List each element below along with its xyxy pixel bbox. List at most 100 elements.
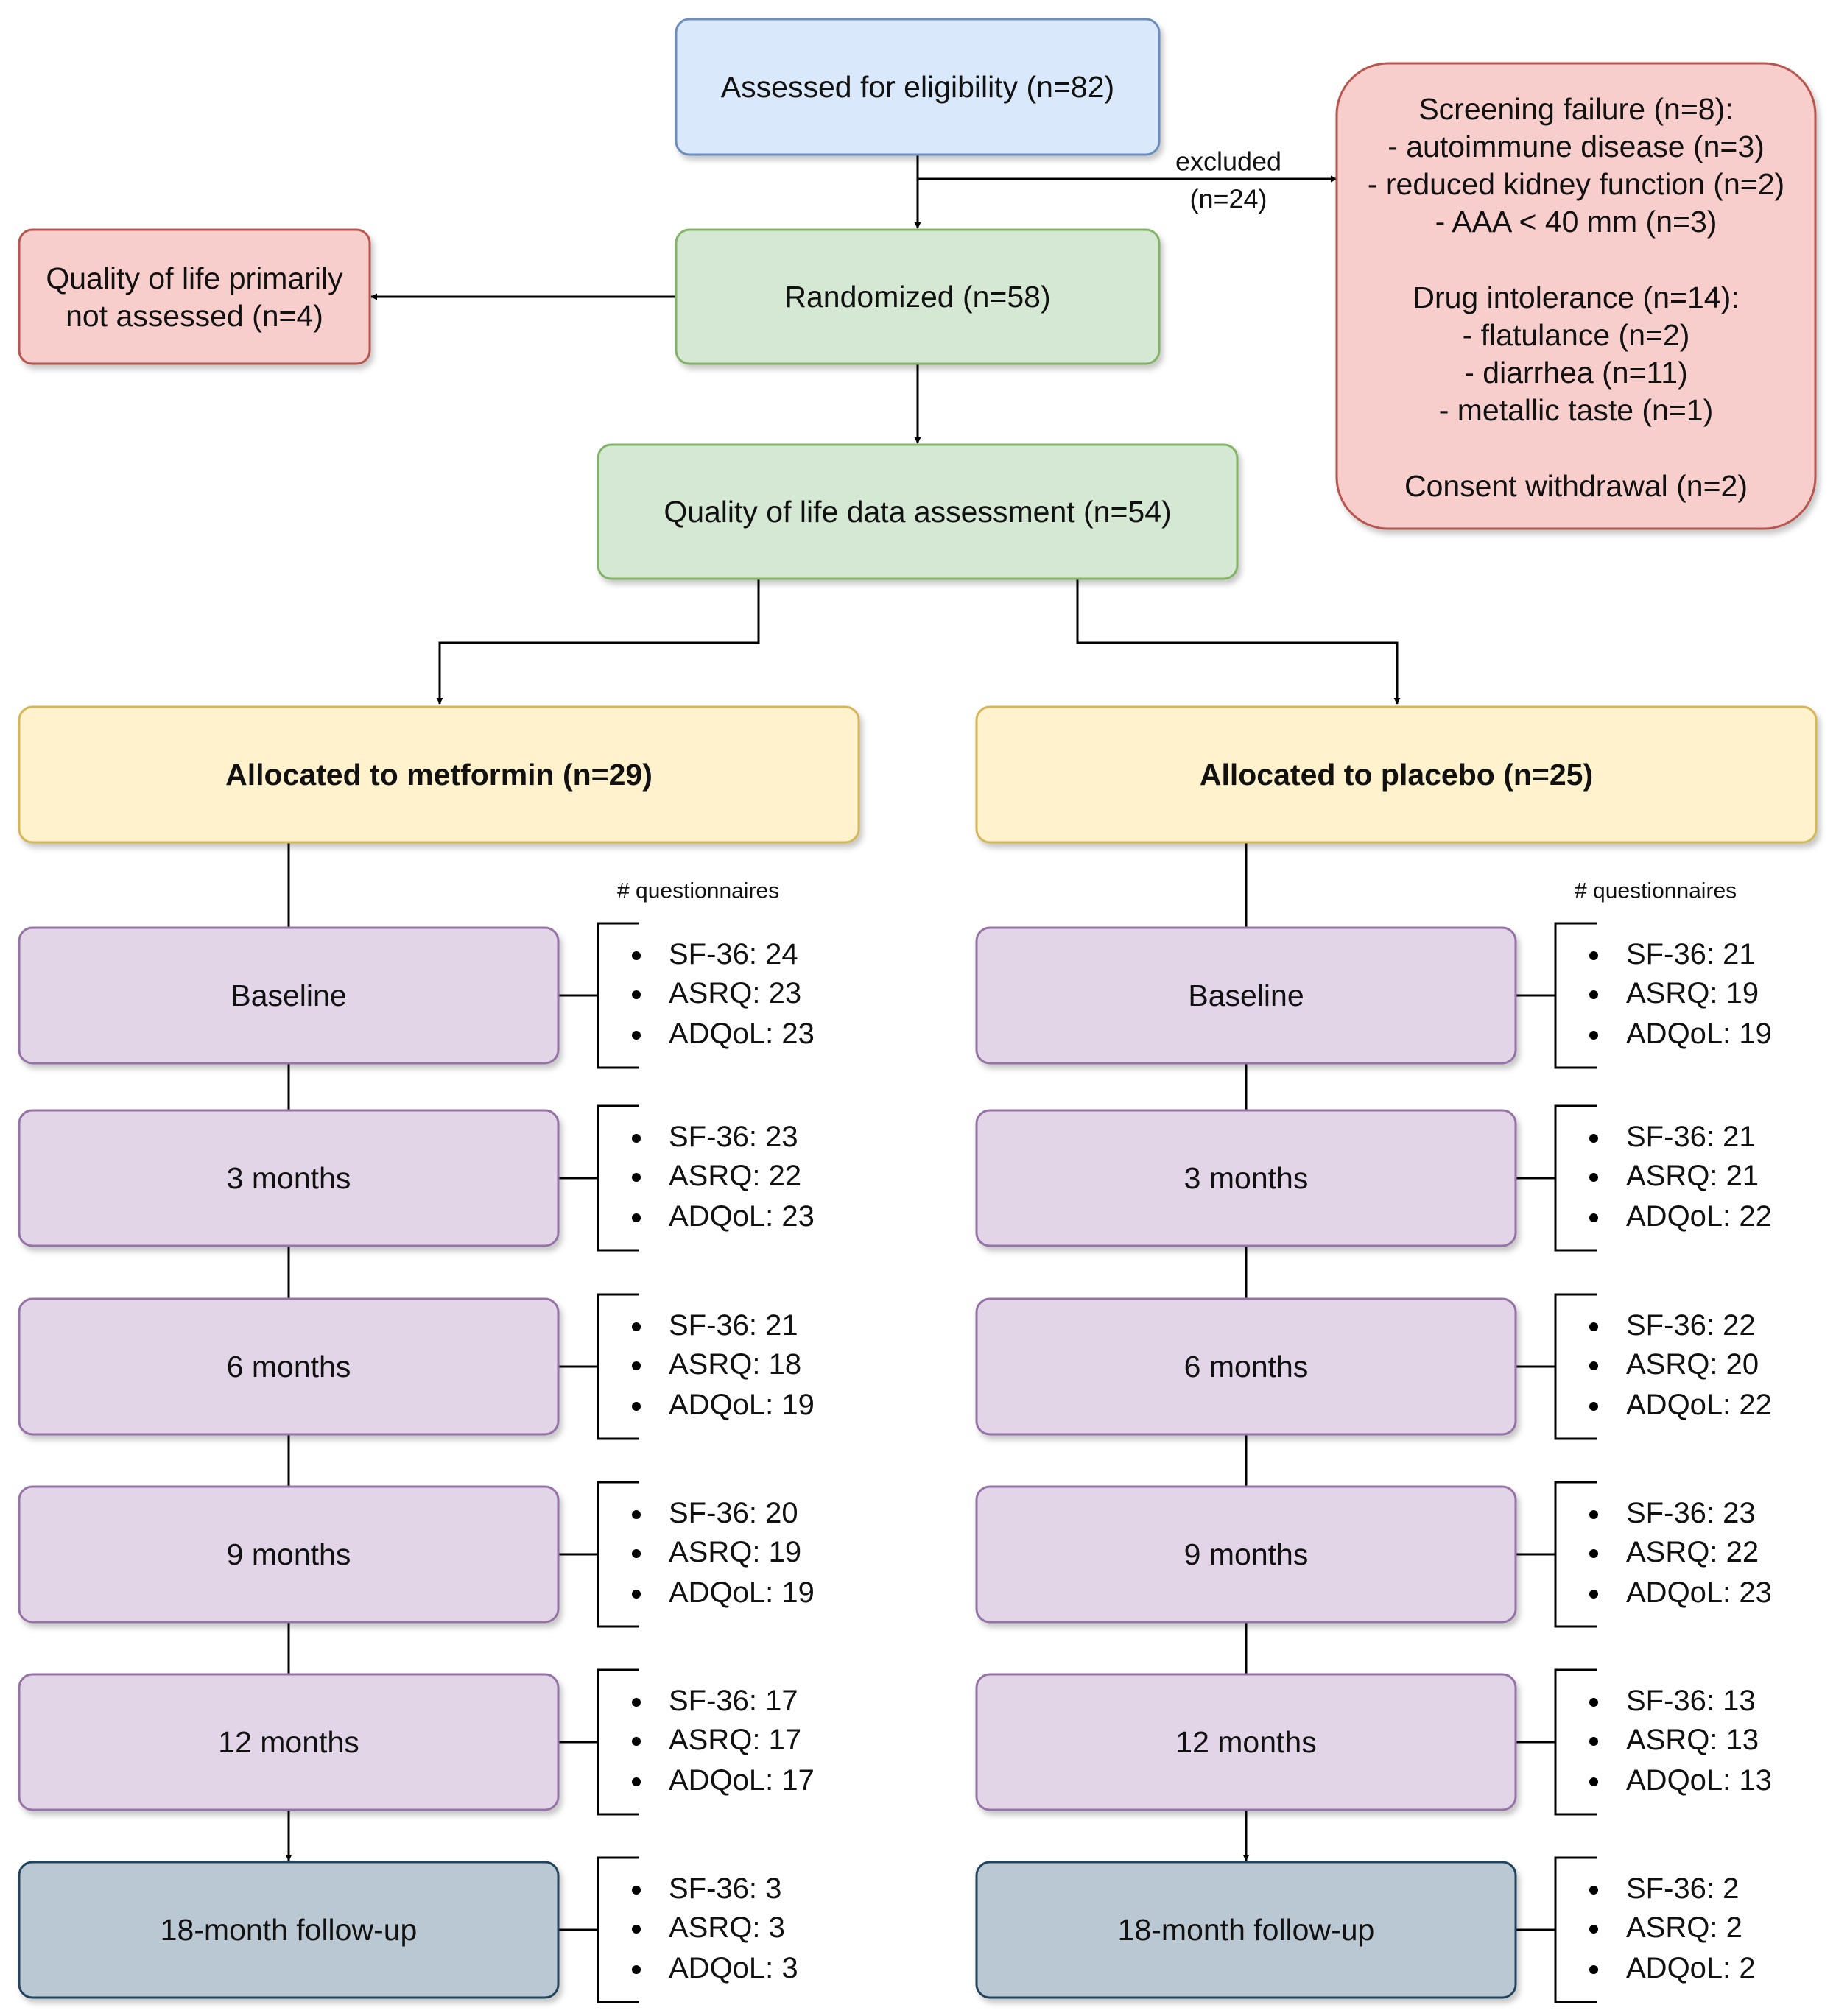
timepoint-label: 18-month follow-up (161, 1913, 418, 1947)
bullet-dot (632, 1322, 641, 1331)
connector-layer (285, 155, 1597, 2003)
bullet-dot (632, 1402, 641, 1411)
bullet-dot (1589, 1173, 1598, 1182)
qol-not-assessed-box (18, 228, 371, 365)
bracket (1554, 1481, 1597, 1628)
exclusion-line: - metallic taste (n=1) (1439, 393, 1714, 427)
qol-assessment-label: Quality of life data assessment (n=54) (664, 495, 1171, 529)
questionnaire-count: ADQoL: 22 (1626, 1200, 1772, 1233)
questionnaire-count: ADQoL: 19 (1626, 1018, 1772, 1050)
bullet-dot (632, 1737, 641, 1746)
bullet-dot (1589, 951, 1598, 960)
arm-0-allocation-label: Allocated to metformin (n=29) (225, 758, 653, 792)
label-layer: Assessed for eligibility (n=82)Randomize… (46, 70, 1784, 1984)
questionnaire-count: ASRQ: 19 (1626, 977, 1759, 1009)
timepoint-label: Baseline (1188, 979, 1304, 1012)
questionnaire-count: SF-36: 21 (1626, 938, 1756, 970)
arm-1-allocation-box (975, 705, 1818, 844)
timepoint-box (975, 1673, 1517, 1811)
questionnaire-count: SF-36: 23 (669, 1121, 798, 1153)
questionnaire-count: ADQoL: 23 (669, 1200, 815, 1233)
timepoint-box (18, 1673, 560, 1811)
questionnaire-count: SF-36: 13 (1626, 1685, 1756, 1717)
questionnaire-count: ADQoL: 3 (669, 1952, 798, 1984)
questionnaire-count: SF-36: 2 (1626, 1872, 1739, 1905)
bullet-dot (1589, 1402, 1598, 1411)
questionnaire-count: SF-36: 24 (669, 938, 798, 970)
bracket (1554, 922, 1597, 1069)
questionnaire-count: ADQoL: 2 (1626, 1952, 1756, 1984)
bullet-dot (632, 1361, 641, 1370)
followup-box (975, 1861, 1517, 1999)
exclusion-line: - flatulance (n=2) (1463, 318, 1690, 352)
timepoint-box (18, 926, 560, 1065)
questionnaire-count: SF-36: 22 (1626, 1309, 1756, 1342)
bracket (1554, 1104, 1597, 1252)
bullet-dot (1589, 1361, 1598, 1370)
questionnaire-count: ADQoL: 23 (669, 1018, 815, 1050)
bullet-dot (632, 1510, 641, 1519)
bullet-dot (1589, 1031, 1598, 1040)
bullet-dot (632, 1965, 641, 1974)
arm-1-allocation-label: Allocated to placebo (n=25) (1200, 758, 1593, 792)
bullet-dot (1589, 1965, 1598, 1974)
questionnaire-count: SF-36: 23 (1626, 1497, 1756, 1529)
questionnaire-count: ASRQ: 2 (1626, 1911, 1742, 1944)
timepoint-box (975, 1297, 1517, 1436)
questionnaire-count: ASRQ: 22 (1626, 1536, 1759, 1568)
timepoint-label: Baseline (231, 979, 346, 1012)
questionnaire-count: ADQoL: 17 (669, 1764, 815, 1797)
bullet-dot (1589, 1590, 1598, 1599)
exclusion-line: - AAA < 40 mm (n=3) (1435, 205, 1717, 239)
bullet-dot (1589, 1777, 1598, 1786)
timepoint-label: 6 months (1184, 1350, 1309, 1384)
randomized-box (675, 228, 1161, 365)
bullet-dot (1589, 1322, 1598, 1331)
bullet-dot (632, 990, 641, 999)
bracket (597, 1293, 639, 1440)
bullet-dot (632, 1698, 641, 1707)
excluded-edge-count: (n=24) (1189, 184, 1267, 214)
timepoint-box (18, 1485, 560, 1624)
exclusion-line: - diarrhea (n=11) (1464, 356, 1687, 390)
questionnaire-count: ADQoL: 19 (669, 1389, 815, 1421)
timepoint-box (18, 1109, 560, 1247)
arm-0-allocation-box (18, 705, 860, 844)
questionnaire-count: ASRQ: 3 (669, 1911, 785, 1944)
bracket (1554, 1856, 1597, 2003)
timepoint-label: 18-month follow-up (1118, 1913, 1375, 1947)
questionnaire-count: ADQoL: 19 (669, 1576, 815, 1609)
questionnaire-count: SF-36: 20 (669, 1497, 798, 1529)
timepoint-label: 6 months (227, 1350, 351, 1384)
questionnaire-count: SF-36: 21 (1626, 1121, 1756, 1153)
bullet-dot (1589, 1134, 1598, 1143)
timepoint-box (975, 1485, 1517, 1624)
eligibility-box (675, 18, 1161, 156)
bullet-dot (1589, 1925, 1598, 1934)
bullet-dot (632, 1549, 641, 1558)
bullet-dot (632, 1777, 641, 1786)
questionnaire-count: ASRQ: 13 (1626, 1724, 1759, 1756)
timepoint-label: 3 months (1184, 1161, 1309, 1195)
questionnaires-heading: # questionnaires (617, 879, 779, 903)
bullet-dot (1589, 1698, 1598, 1707)
qol-not-assessed-label-line: not assessed (n=4) (66, 299, 323, 333)
timepoint-box (975, 926, 1517, 1065)
questionnaire-count: ASRQ: 20 (1626, 1348, 1759, 1381)
bracket (597, 1481, 639, 1628)
qol-assessment-box (597, 443, 1239, 580)
questionnaire-count: ASRQ: 23 (669, 977, 801, 1009)
bullet-dot (632, 1134, 641, 1143)
questionnaire-count: ASRQ: 18 (669, 1348, 801, 1381)
questionnaire-count: SF-36: 3 (669, 1872, 781, 1905)
questionnaire-count: SF-36: 17 (669, 1685, 798, 1717)
qol-not-assessed-label-line: Quality of life primarily (46, 261, 343, 295)
bullet-dot (1589, 1510, 1598, 1519)
questionnaire-count: ADQoL: 23 (1626, 1576, 1772, 1609)
bullet-dot (632, 951, 641, 960)
arrow-to-placebo (1076, 579, 1401, 705)
bullet-dot (632, 1031, 641, 1040)
bullet-dot (1589, 1549, 1598, 1558)
questionnaire-count: ADQoL: 22 (1626, 1389, 1772, 1421)
